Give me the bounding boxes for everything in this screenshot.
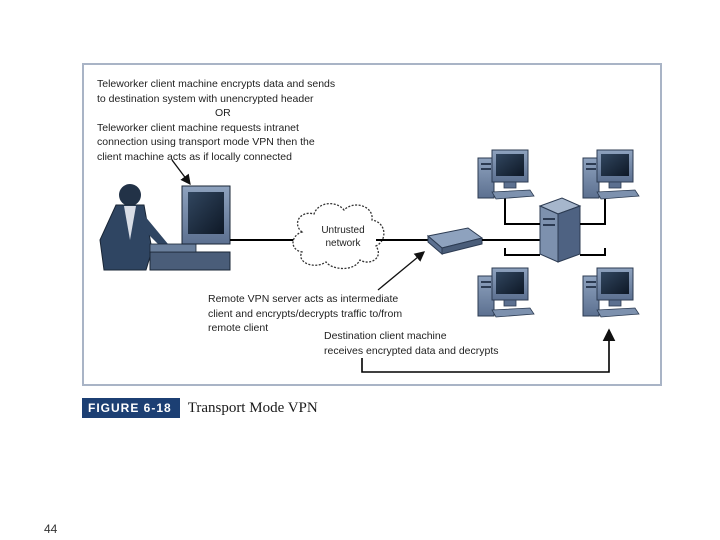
client-computer-bottom-right <box>582 267 640 318</box>
cloud-label-line-2: network <box>325 238 361 249</box>
teleworker-line-4: Teleworker client machine requests intra… <box>97 121 299 134</box>
destination-arrow <box>361 328 616 373</box>
teleworker-line-6: client machine acts as if locally connec… <box>97 150 292 163</box>
lan-wiring <box>504 198 606 256</box>
destination-line-1: Destination client machine <box>324 330 447 342</box>
teleworker-line-2: to destination system with unencrypted h… <box>97 92 314 105</box>
vpn-line-2: client and encrypts/decrypts traffic to/… <box>208 307 403 320</box>
teleworker-pointer-arrow <box>171 159 191 186</box>
figure-caption: FIGURE 6-18 Transport Mode VPN <box>82 398 318 418</box>
teleworker-line-3: OR <box>215 107 231 119</box>
client-computer-top-right <box>582 149 640 200</box>
vpn-line-3: remote client <box>208 322 269 334</box>
client-computer-bottom-left <box>477 267 535 318</box>
cloud-label-line-1: Untrusted <box>321 225 365 236</box>
cloud-label: Untrusted network <box>318 224 368 250</box>
figure-number-tag: FIGURE 6-18 <box>82 398 180 418</box>
vpn-line-1: Remote VPN server acts as intermediate <box>208 293 399 305</box>
teleworker-line-1: Teleworker client machine encrypts data … <box>97 78 336 90</box>
client-computer-top-left <box>477 149 535 200</box>
teleworker-icon <box>99 184 231 271</box>
teleworker-line-5: connection using transport mode VPN then… <box>97 136 315 148</box>
untrusted-network-cloud <box>292 203 385 270</box>
vpn-server-annotation: Remote VPN server acts as intermediate c… <box>208 292 402 336</box>
figure-title: Transport Mode VPN <box>187 399 318 416</box>
vpn-server-device <box>426 227 484 256</box>
destination-annotation: Destination client machine receives encr… <box>324 329 499 358</box>
vpn-pointer-arrow <box>377 251 426 291</box>
server-tower-icon <box>538 197 582 263</box>
slide-number: 44 <box>44 522 58 536</box>
teleworker-annotation: Teleworker client machine encrypts data … <box>97 77 335 164</box>
destination-line-2: receives encrypted data and decrypts <box>324 344 499 357</box>
